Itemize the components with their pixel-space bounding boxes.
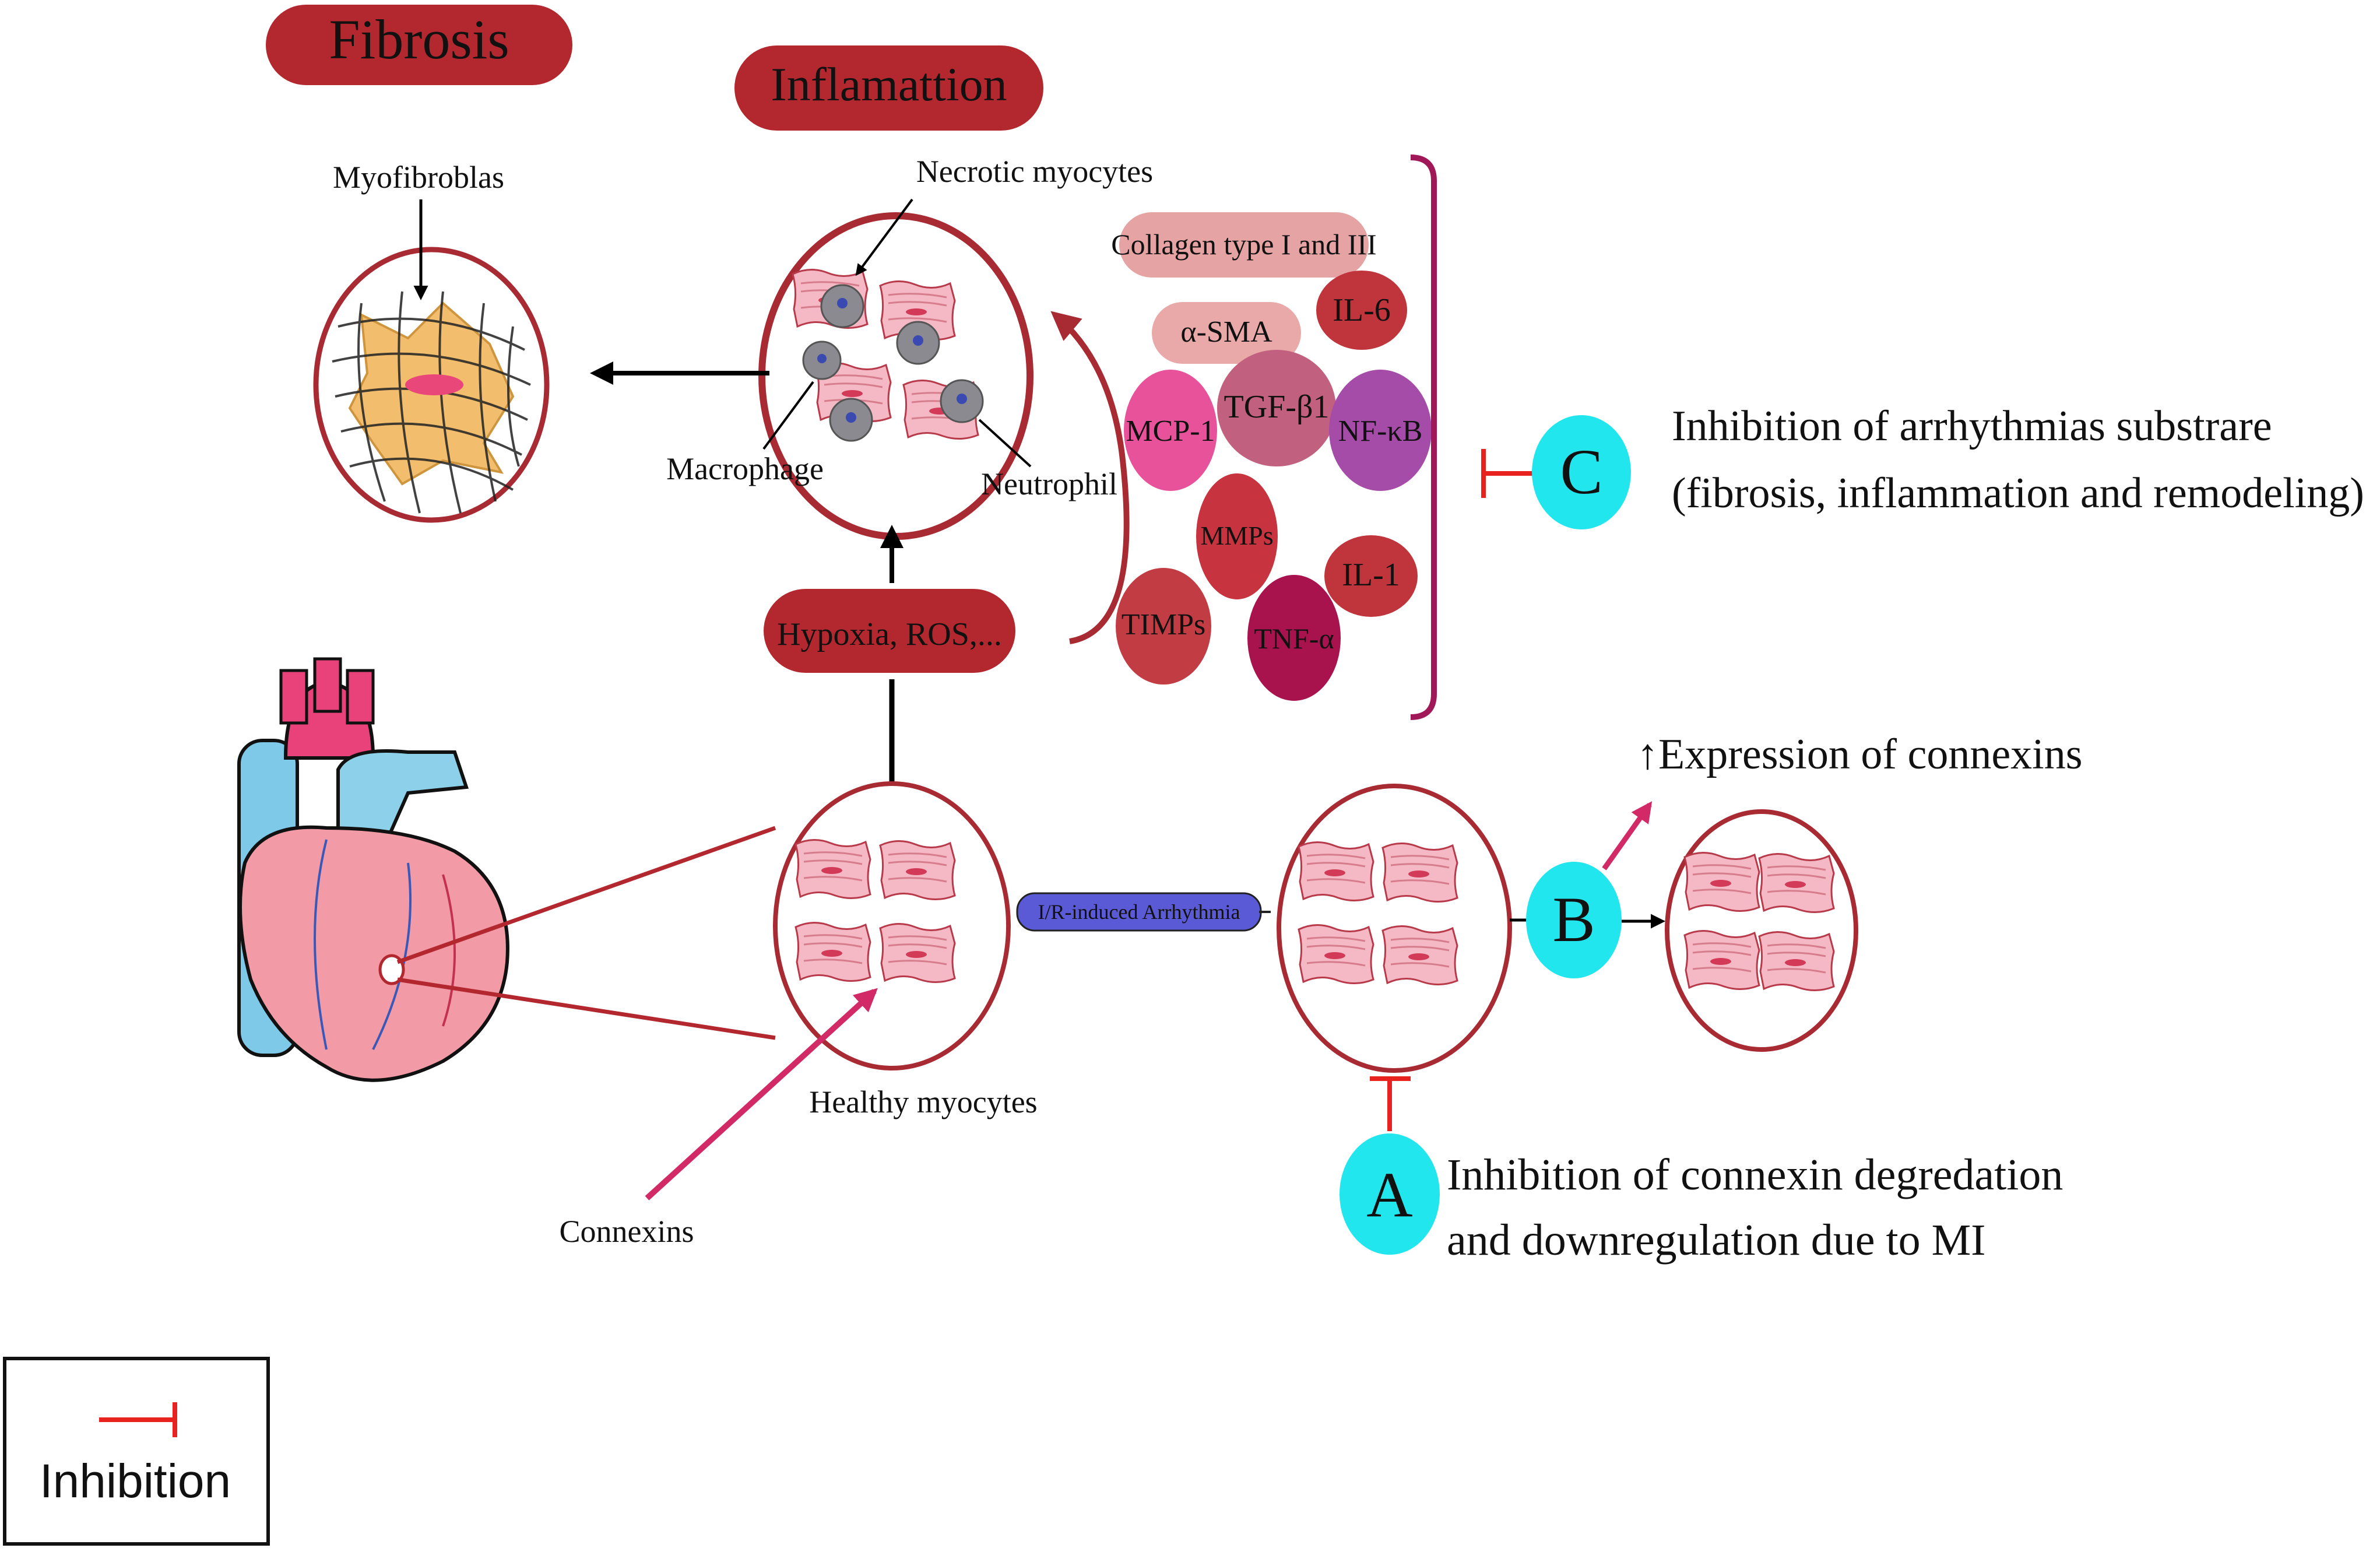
svg-text:IL-6: IL-6: [1333, 292, 1391, 328]
legend-box: Inhibition: [3, 1357, 270, 1546]
post-mi-myocytes-circle: [1277, 784, 1512, 1073]
intervention-a-line1: Inhibition of connexin degredation: [1447, 1150, 2063, 1199]
mediator-il1: IL-1: [1324, 535, 1418, 617]
myofibroblast-label: Myofibroblas: [333, 160, 504, 195]
intervention-c-line2: (fibrosis, inflammation and remodeling): [1672, 469, 2364, 517]
intervention-c-line1: Inhibition of arrhythmias substrare: [1672, 402, 2272, 450]
svg-text:Fibrosis: Fibrosis: [329, 8, 509, 71]
heart-illustration: [237, 657, 509, 1082]
mediator-nfkb: NF-κB: [1329, 370, 1432, 491]
expression-connexins-label: ↑Expression of connexins: [1637, 731, 2083, 778]
hypoxia-box: Hypoxia, ROS,...: [764, 589, 1015, 673]
intervention-b-badge: B: [1526, 862, 1622, 978]
svg-text:TGF-β1: TGF-β1: [1224, 389, 1330, 425]
treated-myocytes-circle: [1665, 809, 1858, 1052]
svg-text:C: C: [1560, 436, 1602, 507]
svg-text:MMPs: MMPs: [1200, 521, 1273, 550]
legend-inhibition-label: Inhibition: [40, 1455, 231, 1508]
healthy-myocytes-circle: [773, 781, 1011, 1070]
mediator-bracket: [1410, 155, 1437, 720]
mediator-collagen: Collagen type I and III: [1111, 212, 1377, 278]
intervention-a-badge: A: [1340, 1133, 1440, 1255]
svg-text:IL-1: IL-1: [1342, 557, 1400, 593]
mediator-tgfb1: TGF-β1: [1217, 350, 1336, 466]
mediator-mmps: MMPs: [1196, 473, 1278, 599]
svg-text:I/R-induced Arrhythmia: I/R-induced Arrhythmia: [1038, 900, 1240, 924]
zoom-line-bottom: [397, 977, 776, 1040]
neutrophil-line: [978, 419, 1032, 468]
svg-text:α-SMA: α-SMA: [1180, 315, 1272, 349]
zoom-line-top: [396, 826, 776, 964]
necrotic-cell: [802, 284, 984, 442]
svg-text:Collagen type I and III: Collagen type I and III: [1111, 228, 1376, 261]
svg-text:Hypoxia, ROS,...: Hypoxia, ROS,...: [777, 616, 1002, 652]
healthy-myocytes-label: Healthy myocytes: [809, 1084, 1037, 1119]
svg-text:Inflamattion: Inflamattion: [771, 58, 1007, 111]
fibrosis-title: Fibrosis: [266, 5, 572, 85]
mediator-il6: IL-6: [1316, 271, 1407, 350]
macrophage-line: [762, 381, 814, 450]
intervention-c-badge: C: [1532, 415, 1631, 529]
mediator-mcp1: MCP-1: [1124, 370, 1217, 491]
mediator-asma: α-SMA: [1152, 302, 1301, 364]
necrotic-myocytes-label: Necrotic myocytes: [916, 154, 1153, 189]
neutrophil-label: Neutrophil: [981, 466, 1117, 501]
svg-text:A: A: [1366, 1159, 1412, 1230]
svg-text:B: B: [1552, 884, 1595, 955]
svg-text:TNF-α: TNF-α: [1254, 622, 1334, 655]
necrotic-arrow: [855, 198, 913, 276]
myofibroblast-circle: [313, 247, 550, 523]
macrophage-label: Macrophage: [666, 451, 824, 486]
mediator-timps: TIMPs: [1116, 568, 1211, 685]
connexins-arrow: [645, 988, 878, 1201]
ir-arrhythmia-arrow: I/R-induced Arrhythmia: [1016, 892, 1271, 932]
inflammation-title: Inflamattion: [734, 45, 1043, 131]
intervention-a-line2: and downregulation due to MI: [1447, 1216, 1985, 1265]
svg-text:MCP-1: MCP-1: [1126, 415, 1215, 448]
mediator-curved-arrow: [1050, 311, 1130, 644]
svg-text:NF-κB: NF-κB: [1338, 415, 1423, 448]
mediator-tnfa: TNF-α: [1247, 575, 1341, 701]
b-upregulation-arrow: [1602, 801, 1653, 870]
svg-text:TIMPs: TIMPs: [1122, 608, 1205, 641]
connexins-label: Connexins: [559, 1214, 694, 1249]
